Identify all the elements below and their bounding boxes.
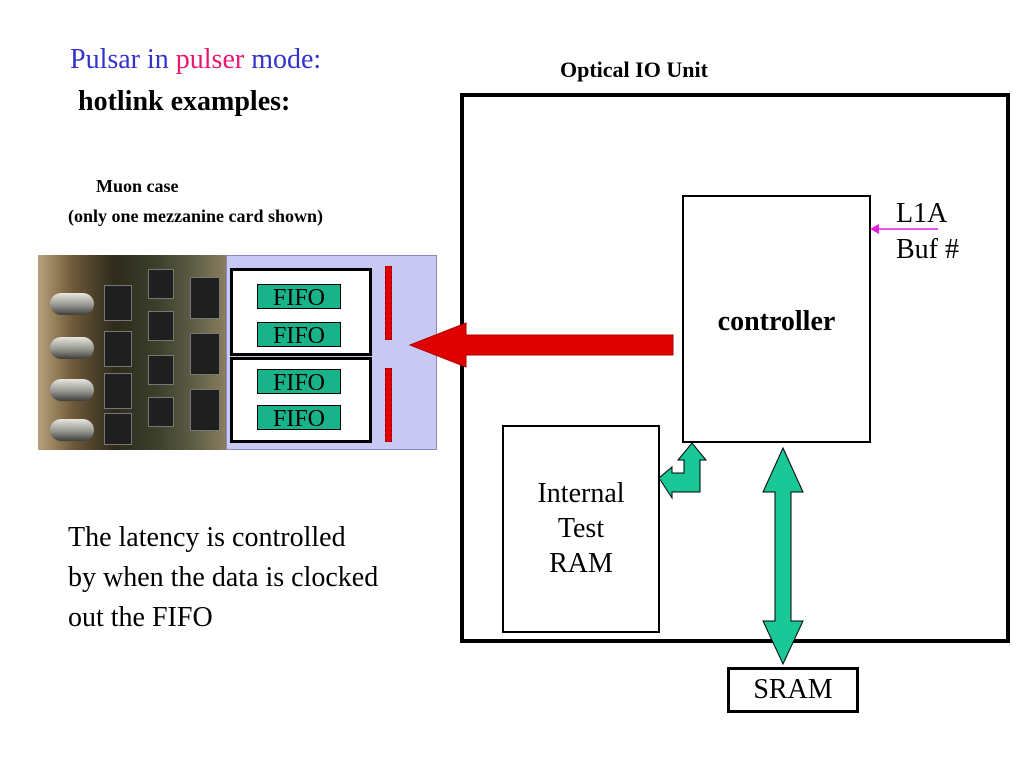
- ram-controller-arrow: [658, 442, 708, 500]
- board-chip: [148, 355, 174, 385]
- ram-label-line2: Test: [557, 513, 605, 544]
- fifo-4: FIFO: [257, 405, 341, 432]
- board-chip: [104, 285, 132, 321]
- ram-label-line3: RAM: [549, 548, 613, 579]
- board-chip: [148, 397, 174, 427]
- sram-controller-arrow: [762, 446, 804, 666]
- fifo-2: FIFO: [257, 322, 341, 349]
- board-connector: [50, 293, 94, 315]
- fifo-1: FIFO: [257, 284, 341, 311]
- board-connector: [50, 337, 94, 359]
- title-part-mode: mode:: [251, 44, 322, 75]
- mezzanine-note: (only one mezzanine card shown): [68, 206, 323, 226]
- muon-case-label: Muon case: [96, 176, 179, 196]
- sram-box: SRAM: [727, 667, 859, 713]
- board-chip: [190, 333, 220, 375]
- board-chip: [104, 373, 132, 409]
- board-chip: [148, 311, 174, 341]
- board-chip: [104, 413, 132, 445]
- connector-bar-lower: [385, 368, 392, 442]
- internal-test-ram-label: Internal Test RAM: [502, 476, 660, 581]
- board-connector: [50, 379, 94, 401]
- title-part-pulsar: Pulsar in: [70, 44, 169, 75]
- data-flow-arrow: [408, 322, 674, 368]
- slide-title: Pulsar in pulser mode:: [70, 44, 321, 76]
- board-photo: [38, 255, 228, 450]
- l1a-label: L1A Buf #: [896, 196, 959, 268]
- board-chip: [190, 277, 220, 319]
- buf-number-text: Buf #: [896, 234, 959, 265]
- board-chip: [104, 331, 132, 367]
- internal-test-ram-box: [502, 425, 660, 633]
- board-chip: [148, 269, 174, 299]
- connector-bar-upper: [385, 266, 392, 340]
- latency-note: The latency is controlled by when the da…: [68, 518, 378, 638]
- optical-io-unit-box: [460, 93, 1010, 643]
- title-part-pulser: pulser: [175, 44, 245, 75]
- controller-box: [682, 195, 871, 443]
- board-chip: [190, 389, 220, 431]
- latency-line1: The latency is controlled: [68, 522, 346, 553]
- ram-label-line1: Internal: [537, 478, 625, 509]
- optical-io-unit-title: Optical IO Unit: [560, 57, 708, 82]
- fifo-3: FIFO: [257, 369, 341, 396]
- l1a-text: L1A: [896, 198, 948, 229]
- l1a-arrowhead: [870, 224, 879, 234]
- latency-line3: out the FIFO: [68, 602, 213, 633]
- board-connector: [50, 419, 94, 441]
- controller-label: controller: [717, 306, 836, 337]
- slide-subtitle: hotlink examples:: [78, 86, 291, 117]
- latency-line2: by when the data is clocked: [68, 562, 379, 593]
